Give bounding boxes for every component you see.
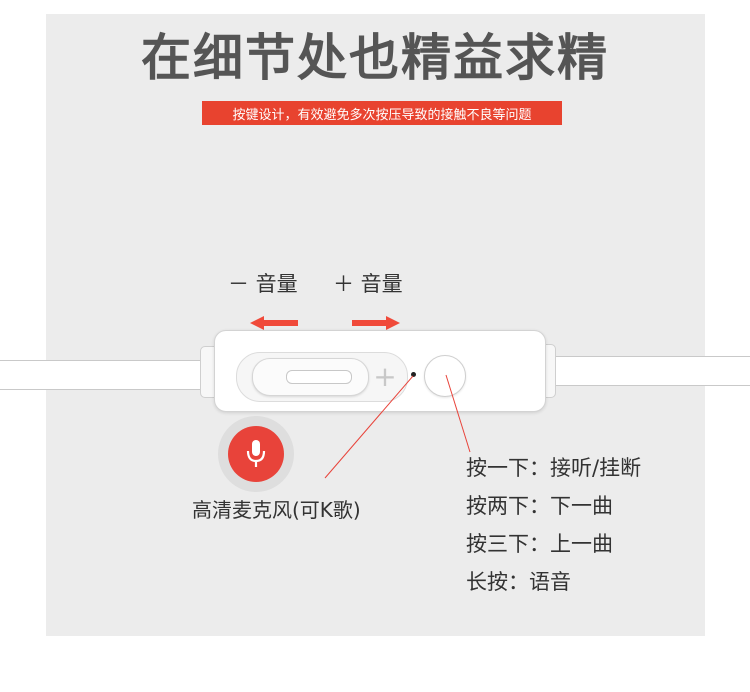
arrow-right-icon bbox=[352, 316, 400, 330]
earphone-cable-right bbox=[545, 356, 750, 386]
function-long-press: 长按：语音 bbox=[466, 570, 571, 594]
microphone-label: 高清麦克风(可K歌) bbox=[192, 498, 361, 522]
volume-up-label: ＋ 音量 bbox=[333, 272, 403, 296]
volume-up-button[interactable]: + bbox=[373, 360, 397, 393]
volume-down-label: － 音量 bbox=[228, 272, 298, 296]
mic-leader-line bbox=[324, 375, 414, 479]
multifunction-button[interactable] bbox=[424, 355, 466, 397]
microphone-icon bbox=[246, 440, 266, 467]
mic-hole bbox=[411, 372, 416, 377]
volume-rocker-slot bbox=[286, 370, 352, 384]
headline: 在细节处也精益求精 bbox=[141, 29, 609, 87]
arrow-left-icon bbox=[250, 316, 298, 330]
function-single-press: 按一下：接听/挂断 bbox=[466, 456, 642, 480]
subtitle-banner: 按键设计，有效避免多次按压导致的接触不良等问题 bbox=[202, 101, 562, 125]
function-triple-press: 按三下：上一曲 bbox=[466, 532, 613, 556]
button-leader-line bbox=[445, 374, 471, 453]
mic-badge bbox=[228, 426, 284, 482]
button-function-list: 按一下：接听/挂断 按两下：下一曲 按三下：上一曲 长按：语音 bbox=[466, 454, 641, 606]
function-double-press: 按两下：下一曲 bbox=[466, 494, 613, 518]
subtitle-text: 按键设计，有效避免多次按压导致的接触不良等问题 bbox=[232, 107, 532, 123]
earphone-cable-left bbox=[0, 360, 210, 390]
